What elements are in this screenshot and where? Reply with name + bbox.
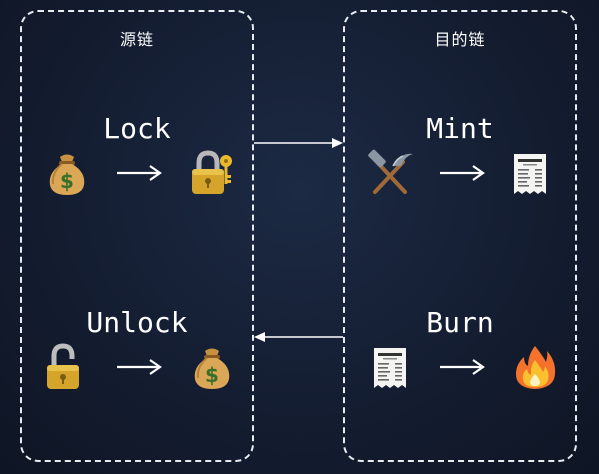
- mint-label: Mint: [426, 112, 494, 145]
- open-padlock-icon: [42, 342, 92, 392]
- lock-label: Lock: [103, 112, 171, 145]
- receipt-icon: [374, 348, 406, 388]
- target-chain-title: 目的链: [434, 30, 486, 49]
- right-arrow-icon: [438, 359, 485, 375]
- money-bag-icon: [193, 347, 231, 390]
- hammer-and-pick-icon: [365, 148, 415, 194]
- mint-flow: [345, 148, 575, 198]
- unlock-label: Unlock: [86, 306, 188, 339]
- lock-flow: [22, 148, 252, 198]
- fire-icon: [516, 346, 556, 389]
- burn-label: Burn: [426, 306, 494, 339]
- source-to-target-arrow: [254, 138, 343, 148]
- target-to-source-arrow: [254, 332, 343, 342]
- target-chain-panel: 目的链 Mint Burn: [343, 10, 577, 462]
- right-arrow-icon: [115, 359, 162, 375]
- source-chain-title: 源链: [119, 30, 154, 49]
- unlock-flow: [22, 342, 252, 392]
- right-arrow-icon: [438, 165, 485, 181]
- money-bag-icon: [48, 153, 86, 196]
- locked-with-key-icon: [187, 148, 237, 198]
- burn-flow: [345, 342, 575, 392]
- source-chain-panel: 源链 Lock Unlock: [20, 10, 254, 462]
- right-arrow-icon: [115, 165, 162, 181]
- receipt-icon: [514, 154, 546, 194]
